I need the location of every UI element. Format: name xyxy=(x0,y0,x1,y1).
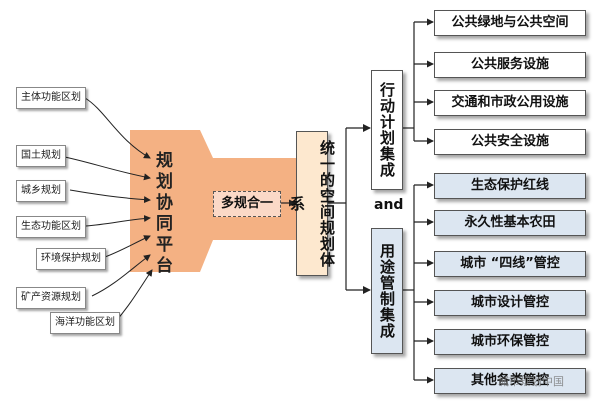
source-connector xyxy=(59,155,151,181)
source-connector xyxy=(84,97,151,159)
use-control-box: 用途管制集成 xyxy=(371,228,403,354)
use-item: 生态保护红线 xyxy=(434,173,586,199)
plan-item: 公共服务设施 xyxy=(434,52,586,78)
source-box: 环境保护规划 xyxy=(36,248,106,270)
source-box: 城乡规划 xyxy=(16,180,66,202)
use-item: 城市环保管控 xyxy=(434,329,586,355)
plan-item: 公共绿地与公共空间 xyxy=(434,10,586,36)
plan-item: 公共安全设施 xyxy=(434,129,586,155)
source-connector xyxy=(91,254,151,297)
use-item: 城市 “四线”管控 xyxy=(434,251,586,277)
and-label: and xyxy=(374,197,404,213)
use-item: 城市设计管控 xyxy=(434,290,586,316)
source-box: 生态功能区划 xyxy=(16,216,86,238)
plan-item: 交通和市政公用设施 xyxy=(434,90,586,116)
source-connector xyxy=(101,235,151,259)
use-item: 永久性基本农田 xyxy=(434,210,586,236)
source-box: 矿产资源规划 xyxy=(16,287,86,309)
source-connector xyxy=(85,214,151,227)
action-plan-box: 行动计划集成 xyxy=(371,70,403,190)
source-box: 国土规划 xyxy=(16,145,66,167)
watermark: 城市规划中国 xyxy=(498,375,564,388)
source-box: 海洋功能区划 xyxy=(50,312,120,334)
source-connector xyxy=(69,189,151,204)
source-box: 主体功能区划 xyxy=(16,87,86,109)
merge-box: 多规合一 xyxy=(213,191,281,217)
use-item: 其他各类管控 xyxy=(434,368,586,394)
unified-system-box: 统一的空间规划体系 xyxy=(288,131,336,276)
